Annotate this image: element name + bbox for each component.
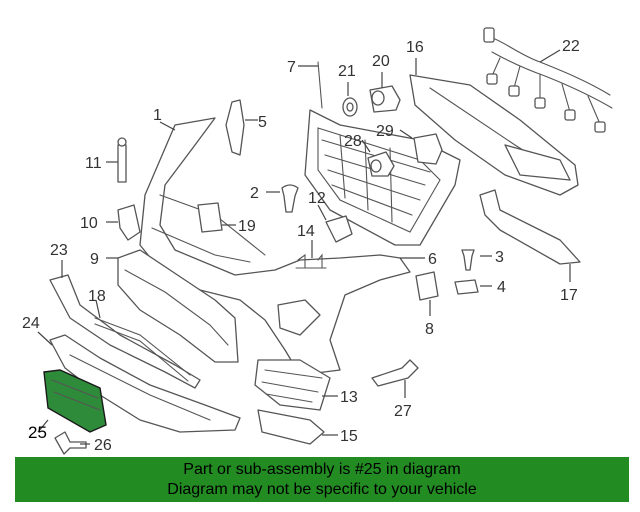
callout-7: 7 bbox=[287, 59, 296, 76]
callout-12: 12 bbox=[308, 190, 326, 207]
callout-29: 29 bbox=[376, 123, 394, 140]
callout-21: 21 bbox=[338, 63, 356, 80]
part-5-bracket bbox=[225, 99, 245, 156]
part-2-clip bbox=[281, 184, 299, 213]
callout-15: 15 bbox=[340, 428, 358, 445]
callout-9: 9 bbox=[90, 251, 99, 268]
part-19-module bbox=[197, 202, 223, 233]
callout-17: 17 bbox=[560, 287, 578, 304]
part-3-bolt bbox=[461, 249, 475, 271]
callout-4: 4 bbox=[497, 279, 506, 296]
callout-8: 8 bbox=[425, 321, 434, 338]
callout-22: 22 bbox=[562, 38, 580, 55]
part-21-ring bbox=[342, 97, 358, 117]
part-25-highlighted bbox=[43, 369, 107, 433]
callout-24: 24 bbox=[22, 315, 40, 332]
callout-11: 11 bbox=[85, 155, 102, 172]
part-1-bumper-cover bbox=[139, 117, 411, 376]
part-info-banner: Part or sub-assembly is #25 in diagram D… bbox=[15, 457, 629, 502]
parts-diagram: 1 2 3 4 5 6 7 8 9 10 11 12 13 14 15 16 1… bbox=[22, 27, 613, 455]
callout-13: 13 bbox=[340, 389, 358, 406]
part-8-plate bbox=[415, 271, 439, 301]
part-12-cover bbox=[325, 215, 353, 243]
callout-19: 19 bbox=[238, 218, 256, 235]
part-27-sensor bbox=[371, 359, 419, 387]
callout-2: 2 bbox=[250, 185, 259, 202]
part-22-wiring-harness bbox=[483, 27, 613, 133]
part-11-rod bbox=[117, 137, 127, 183]
callout-16: 16 bbox=[406, 39, 424, 56]
part-15-trim bbox=[257, 409, 325, 445]
part-10-bracket bbox=[117, 204, 141, 241]
callout-27: 27 bbox=[394, 403, 412, 420]
part-28-sensor bbox=[367, 151, 395, 177]
callout-labels: 1 2 3 4 5 6 7 8 9 10 11 12 13 14 15 16 1… bbox=[22, 38, 580, 454]
callout-25: 25 bbox=[28, 423, 47, 442]
banner-line-disclaimer: Diagram may not be specific to your vehi… bbox=[167, 481, 477, 498]
callout-10: 10 bbox=[80, 215, 98, 232]
part-9-lower-bracket bbox=[117, 249, 239, 363]
callout-14: 14 bbox=[297, 223, 315, 240]
part-20-sensor bbox=[369, 85, 401, 113]
part-18-strip bbox=[94, 317, 191, 382]
callout-20: 20 bbox=[372, 53, 390, 70]
callout-28: 28 bbox=[344, 133, 362, 150]
callout-5: 5 bbox=[258, 114, 267, 131]
part-14-clips bbox=[295, 253, 327, 269]
leader-lines bbox=[37, 49, 571, 445]
callout-23: 23 bbox=[50, 242, 68, 259]
part-4-nut bbox=[454, 279, 479, 295]
callout-26: 26 bbox=[94, 437, 112, 454]
part-29-bracket bbox=[413, 133, 443, 165]
part-17-lower-bar bbox=[479, 189, 581, 265]
part-26-screw bbox=[54, 431, 87, 455]
callout-3: 3 bbox=[495, 249, 504, 266]
part-16-bumper-reinforcement bbox=[409, 74, 579, 196]
callout-1: 1 bbox=[153, 107, 162, 124]
callout-6: 6 bbox=[428, 251, 437, 268]
part-13-grille bbox=[254, 359, 331, 411]
callout-18: 18 bbox=[88, 288, 106, 305]
banner-line-part-number: Part or sub-assembly is #25 in diagram bbox=[183, 461, 461, 478]
